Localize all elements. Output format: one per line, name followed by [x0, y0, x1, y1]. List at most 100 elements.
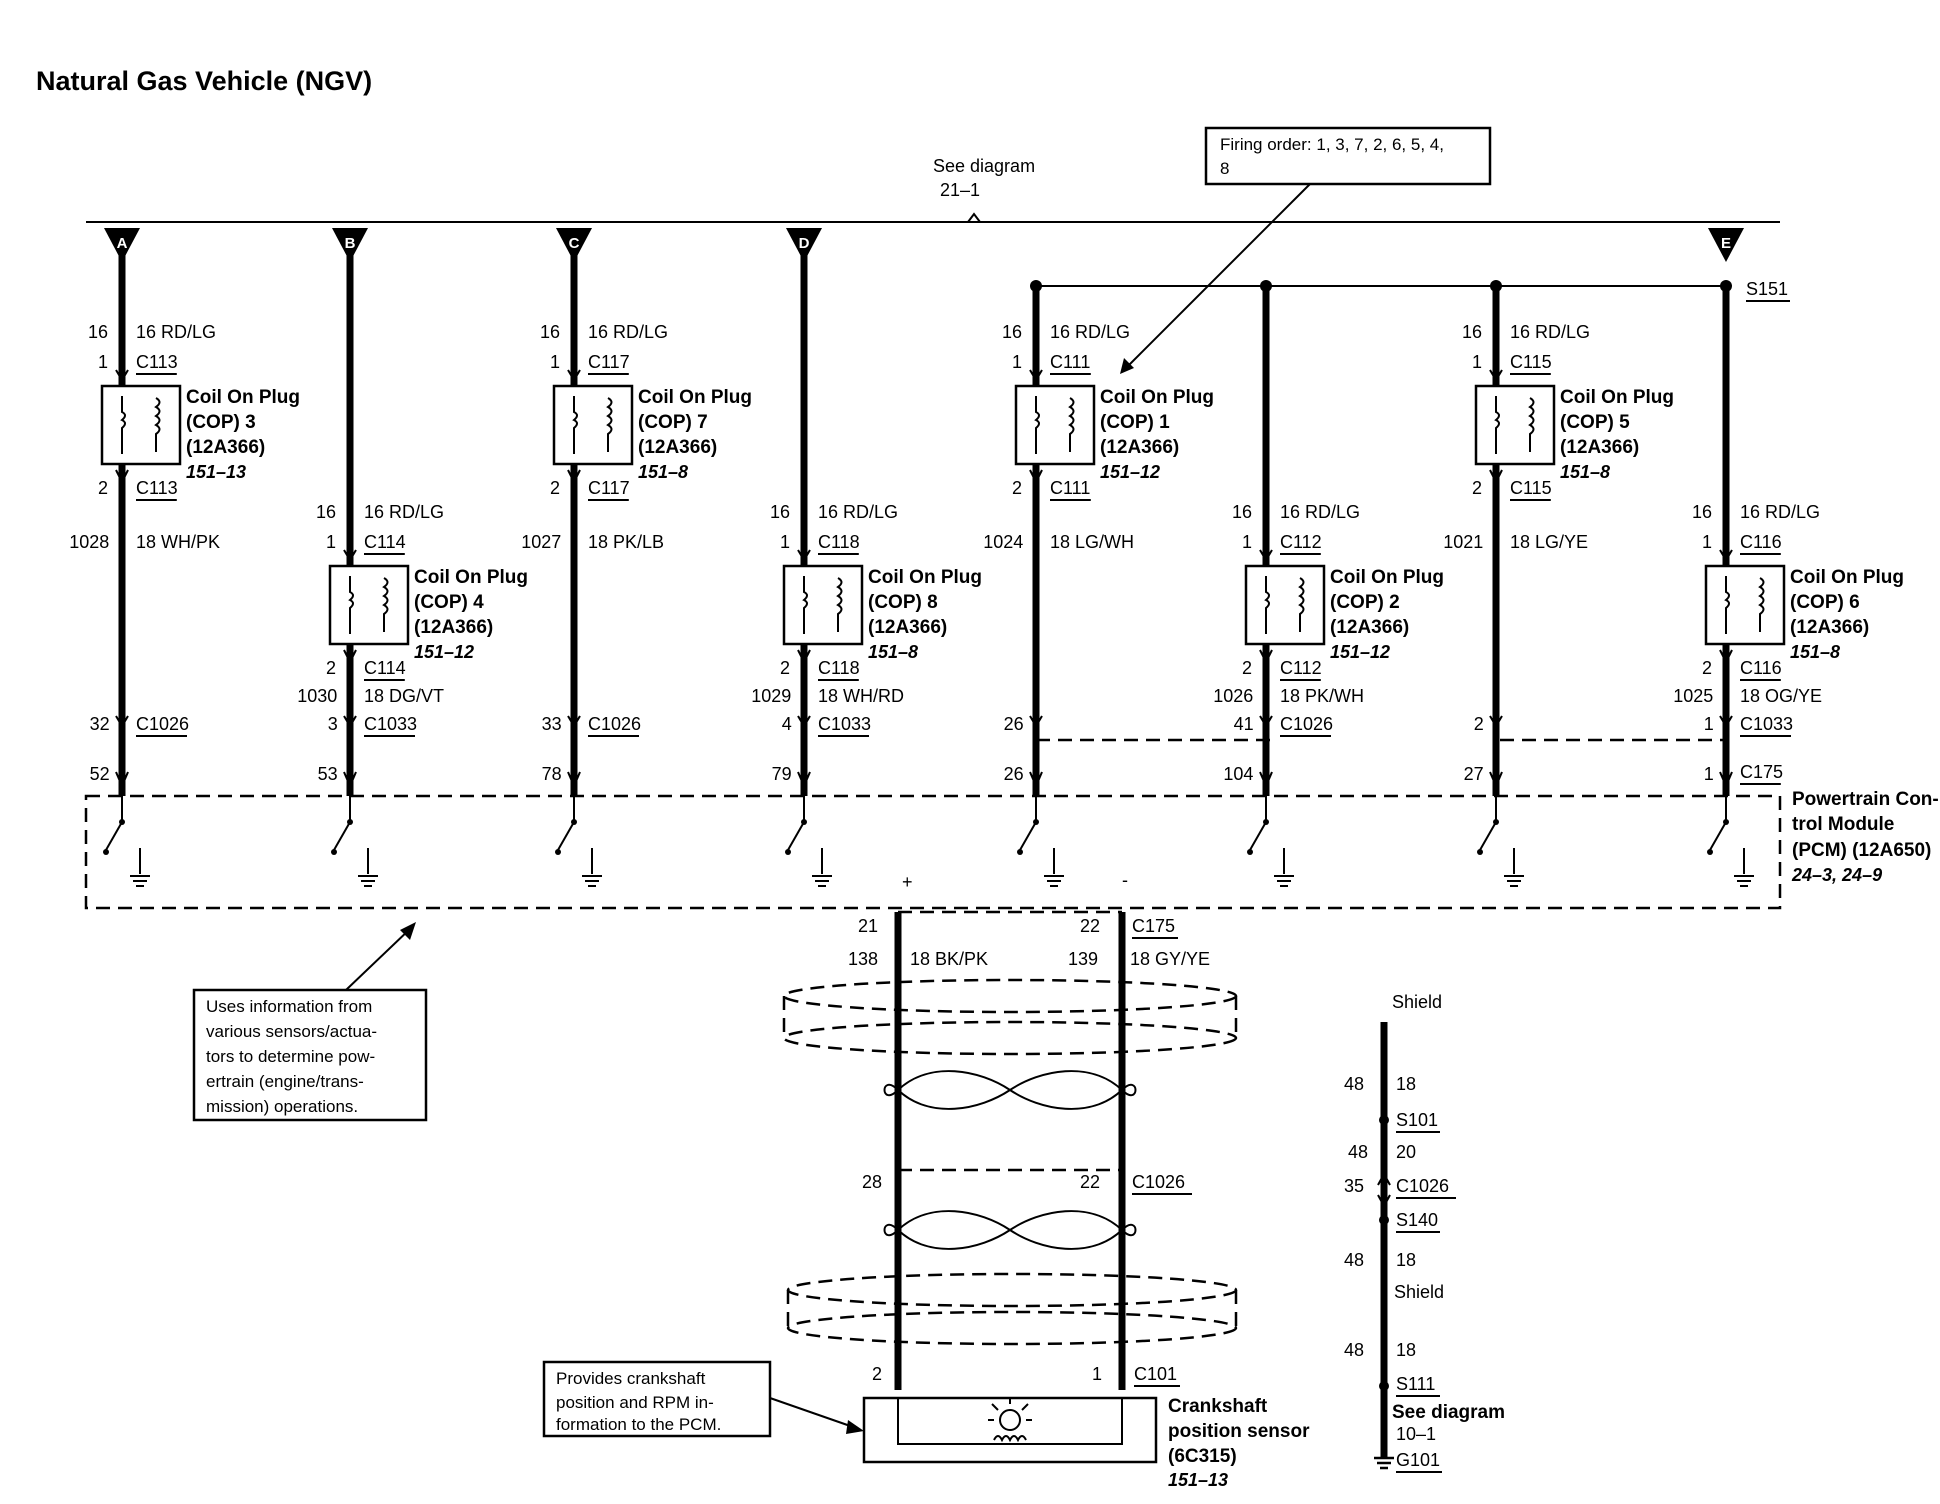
column-4-conn: C118: [818, 532, 860, 552]
column-7-conn: C115: [1510, 352, 1552, 372]
drain-conn3: C1026: [1396, 1176, 1449, 1196]
column-5-top-wire: 16 RD/LG: [1050, 322, 1130, 342]
ckp-left-wire: 18 BK/PK: [910, 949, 988, 969]
column-8-pcm-pin: 1: [1704, 764, 1714, 784]
column-8-coil-label-3: (12A366): [1790, 617, 1869, 638]
column-2-connector-out: [343, 649, 357, 665]
ckp-bottom-right-pin: 1: [1092, 1364, 1102, 1384]
column-6-splice-dot: [1260, 280, 1272, 292]
column-5-pin-out: 2: [1012, 478, 1022, 498]
pcm-plus-label: +: [902, 872, 913, 892]
column-5-coil-label-1: Coil On Plug: [1100, 387, 1214, 408]
column-4-mid-conn: C1033: [818, 714, 871, 734]
column-8-coil-box: [1704, 564, 1786, 646]
column-8-pcm-connector: [1719, 771, 1733, 789]
column-6-coil-box: [1244, 564, 1326, 646]
column-3-wire-color: 18 PK/LB: [588, 532, 664, 552]
column-1-coil-ref: 151–13: [186, 462, 246, 482]
column-4-connector-in: [797, 549, 811, 562]
column-4-circuit: 1029: [751, 686, 791, 706]
column-2-mid-connector: [343, 715, 357, 728]
splice-s151-label: S151: [1746, 279, 1788, 299]
column-7-mid-pin: 2: [1474, 714, 1484, 734]
column-5-coil-box: [1014, 384, 1096, 466]
column-1-mid-conn: C1026: [136, 714, 189, 734]
ckp-bottom-conn: C101: [1134, 1364, 1177, 1384]
column-1-switch-blade: [105, 821, 123, 851]
column-1-switch-contact: [103, 849, 109, 855]
column-3-circuit: 1027: [521, 532, 561, 552]
column-2-switch-contact: [331, 849, 337, 855]
pcm-label-line2: trol Module: [1792, 814, 1894, 835]
column-6-coil-label-3: (12A366): [1330, 617, 1409, 638]
pcm-label-line3: (PCM) (12A650): [1792, 840, 1931, 861]
top-bus-tick: [967, 212, 981, 223]
column-1-top-wire: 16 RD/LG: [136, 322, 216, 342]
column-6-connector-in: [1259, 549, 1273, 562]
column-8-conn-out: C116: [1740, 658, 1782, 678]
column-4-switch-contact: [785, 849, 791, 855]
column-2-pin-out: 2: [326, 658, 336, 678]
lower-shield-top: [786, 1272, 1238, 1308]
column-3-switch-blade: [557, 821, 575, 851]
column-8-coil-label-2: (COP) 6: [1790, 592, 1860, 613]
column-4-top-wire: 16 RD/LG: [818, 502, 898, 522]
column-5-coil-label-3: (12A366): [1100, 437, 1179, 458]
column-7-coil-label-2: (COP) 5: [1560, 412, 1630, 433]
column-1-pin-out: 2: [98, 478, 108, 498]
column-3-connector-out: [567, 469, 581, 485]
column-1-coil-label-3: (12A366): [186, 437, 265, 458]
column-8-coil-primary: [1724, 576, 1730, 634]
pcm-note-line3: tors to determine pow-: [206, 1047, 375, 1066]
column-8-coil-label-1: Coil On Plug: [1790, 567, 1904, 588]
column-6-switch-contact: [1247, 849, 1253, 855]
sensor-note-box: [542, 1360, 772, 1438]
column-4-pcm-connector: [797, 771, 811, 789]
pcm-note-line2: various sensors/actua-: [206, 1022, 377, 1041]
column-3-connector-triangle: [556, 228, 592, 262]
column-5-switch-contact: [1017, 849, 1023, 855]
lower-shield-label: Shield: [1394, 1282, 1444, 1302]
column-8-mid-connector: [1719, 715, 1733, 728]
column-7-switch-blade: [1479, 821, 1497, 851]
column-3-mid-connector: [567, 715, 581, 728]
column-8-coil-ref: 151–8: [1790, 642, 1840, 662]
column-8-switch-blade: [1709, 821, 1727, 851]
column-6-top-wire: 16 RD/LG: [1280, 502, 1360, 522]
column-5-splice-dot: [1030, 280, 1042, 292]
column-1-mid-pin: 32: [90, 714, 110, 734]
upper-shield-top: [782, 978, 1238, 1014]
lower-shield-bottom: [786, 1310, 1238, 1346]
column-1-conn: C113: [136, 352, 178, 372]
column-3-coil-label-3: (12A366): [638, 437, 717, 458]
pcm-minus-label: -: [1122, 870, 1128, 890]
drain-splice1: S101: [1396, 1110, 1438, 1130]
column-2-pcm-pin: 53: [318, 764, 338, 784]
column-1-pcm-pin: 52: [90, 764, 110, 784]
column-1-coil-label-2: (COP) 3: [186, 412, 256, 433]
column-7-pcm-connector: [1489, 771, 1503, 789]
column-3-conn-out: C117: [588, 478, 630, 498]
column-2-connector-in: [343, 549, 357, 562]
upper-shield-label: Shield: [1392, 992, 1442, 1012]
column-6-mid-conn: C1026: [1280, 714, 1333, 734]
column-6-wire-color: 18 PK/WH: [1280, 686, 1364, 706]
column-8-pin-out: 2: [1702, 658, 1712, 678]
column-1-pcm-connector: [115, 771, 129, 789]
twist-upper-a: [897, 1070, 1137, 1110]
column-1-coil-box: [100, 384, 182, 466]
column-8-circuit: 1025: [1673, 686, 1713, 706]
column-5-coil-secondary: [1068, 397, 1075, 452]
column-7-top-wire: 16 RD/LG: [1510, 322, 1590, 342]
column-5-circuit: 1024: [983, 532, 1023, 552]
column-2-coil-box: [328, 564, 410, 646]
column-5-coil-primary: [1034, 396, 1040, 454]
column-6-switch-blade: [1249, 821, 1267, 851]
column-7-wire-color: 18 LG/YE: [1510, 532, 1588, 552]
sensor-label-line3: (6C315): [1168, 1446, 1237, 1467]
column-6-conn-out: C112: [1280, 658, 1322, 678]
column-1-coil-primary: [120, 396, 126, 454]
column-5-coil-label-2: (COP) 1: [1100, 412, 1170, 433]
column-1-coil-label-1: Coil On Plug: [186, 387, 300, 408]
